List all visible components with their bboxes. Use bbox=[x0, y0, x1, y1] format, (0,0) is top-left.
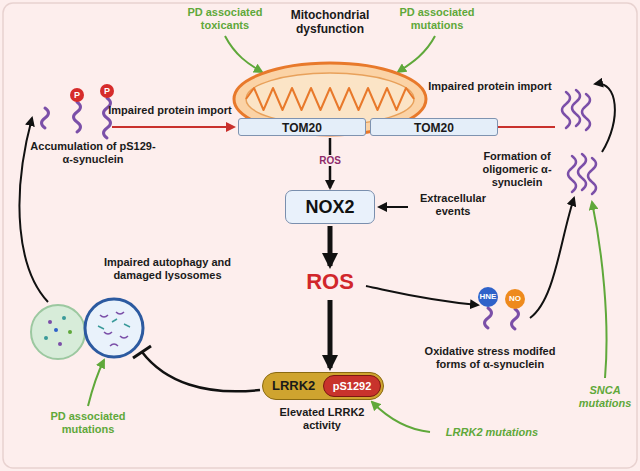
annotation: PD associated mutations bbox=[392, 6, 482, 32]
arrow bbox=[366, 286, 478, 305]
thick-arrow bbox=[328, 300, 333, 368]
node-text: NOX2 bbox=[305, 197, 354, 218]
edge-label: ROS bbox=[317, 155, 343, 166]
annotation: Formation of oligomeric α-synuclein bbox=[468, 150, 566, 190]
thick-arrow bbox=[328, 226, 333, 266]
marker-circle: HNE bbox=[478, 287, 498, 307]
annotation: Elevated LRRK2 activity bbox=[268, 406, 376, 432]
nox2-box: NOX2 bbox=[285, 190, 375, 224]
marker-circle: NO bbox=[505, 289, 525, 309]
annotation: PD associated toxicants bbox=[180, 6, 270, 32]
marker-circle: P bbox=[100, 84, 114, 98]
annotation: PD associated mutations bbox=[40, 410, 136, 436]
node-text: Mitochondrial dysfunction bbox=[270, 6, 390, 37]
oxidised-synuclein bbox=[485, 308, 519, 329]
annotation: SNCA mutations bbox=[574, 384, 636, 410]
inhibit-bar bbox=[133, 346, 151, 358]
green-arrows bbox=[88, 36, 607, 432]
marker-circle: P bbox=[70, 88, 84, 102]
annotation: Oxidative stress modifed forms of α-synu… bbox=[420, 345, 560, 371]
annotation: ROS bbox=[295, 270, 365, 294]
arrow bbox=[379, 206, 408, 208]
import-arrow bbox=[112, 126, 234, 128]
mitochondrion: Mitochondrial dysfunctionTOM20TOM20 bbox=[232, 6, 428, 138]
annotation: Impaired autophagy and damaged lysosomes bbox=[95, 256, 240, 282]
tom20-box: TOM20 bbox=[238, 118, 366, 136]
tom20-box: TOM20 bbox=[370, 118, 498, 136]
phospho-pill: pS1292 bbox=[323, 375, 381, 397]
annotation: Impaired protein import bbox=[420, 80, 560, 93]
oligomer-synuclein bbox=[562, 90, 596, 194]
lysosomes bbox=[31, 299, 143, 359]
node-text: TOM20 bbox=[242, 119, 362, 135]
node-text: pS1292 bbox=[324, 376, 380, 396]
annotation: Extracellular events bbox=[410, 192, 496, 218]
annotation: LRRK2 mutations bbox=[432, 426, 552, 439]
arrow bbox=[595, 84, 615, 152]
lrrk2-capsule: LRRK2pS1292 bbox=[262, 372, 384, 400]
frame bbox=[3, 3, 637, 468]
annotation: Impaired protein import bbox=[100, 104, 240, 117]
annotation: Accumulation of pS129-α-synuclein bbox=[28, 140, 158, 166]
ps129-synuclein bbox=[42, 98, 111, 138]
arrow bbox=[530, 198, 574, 318]
node-text: TOM20 bbox=[374, 119, 494, 135]
inhibit-line bbox=[142, 352, 260, 391]
